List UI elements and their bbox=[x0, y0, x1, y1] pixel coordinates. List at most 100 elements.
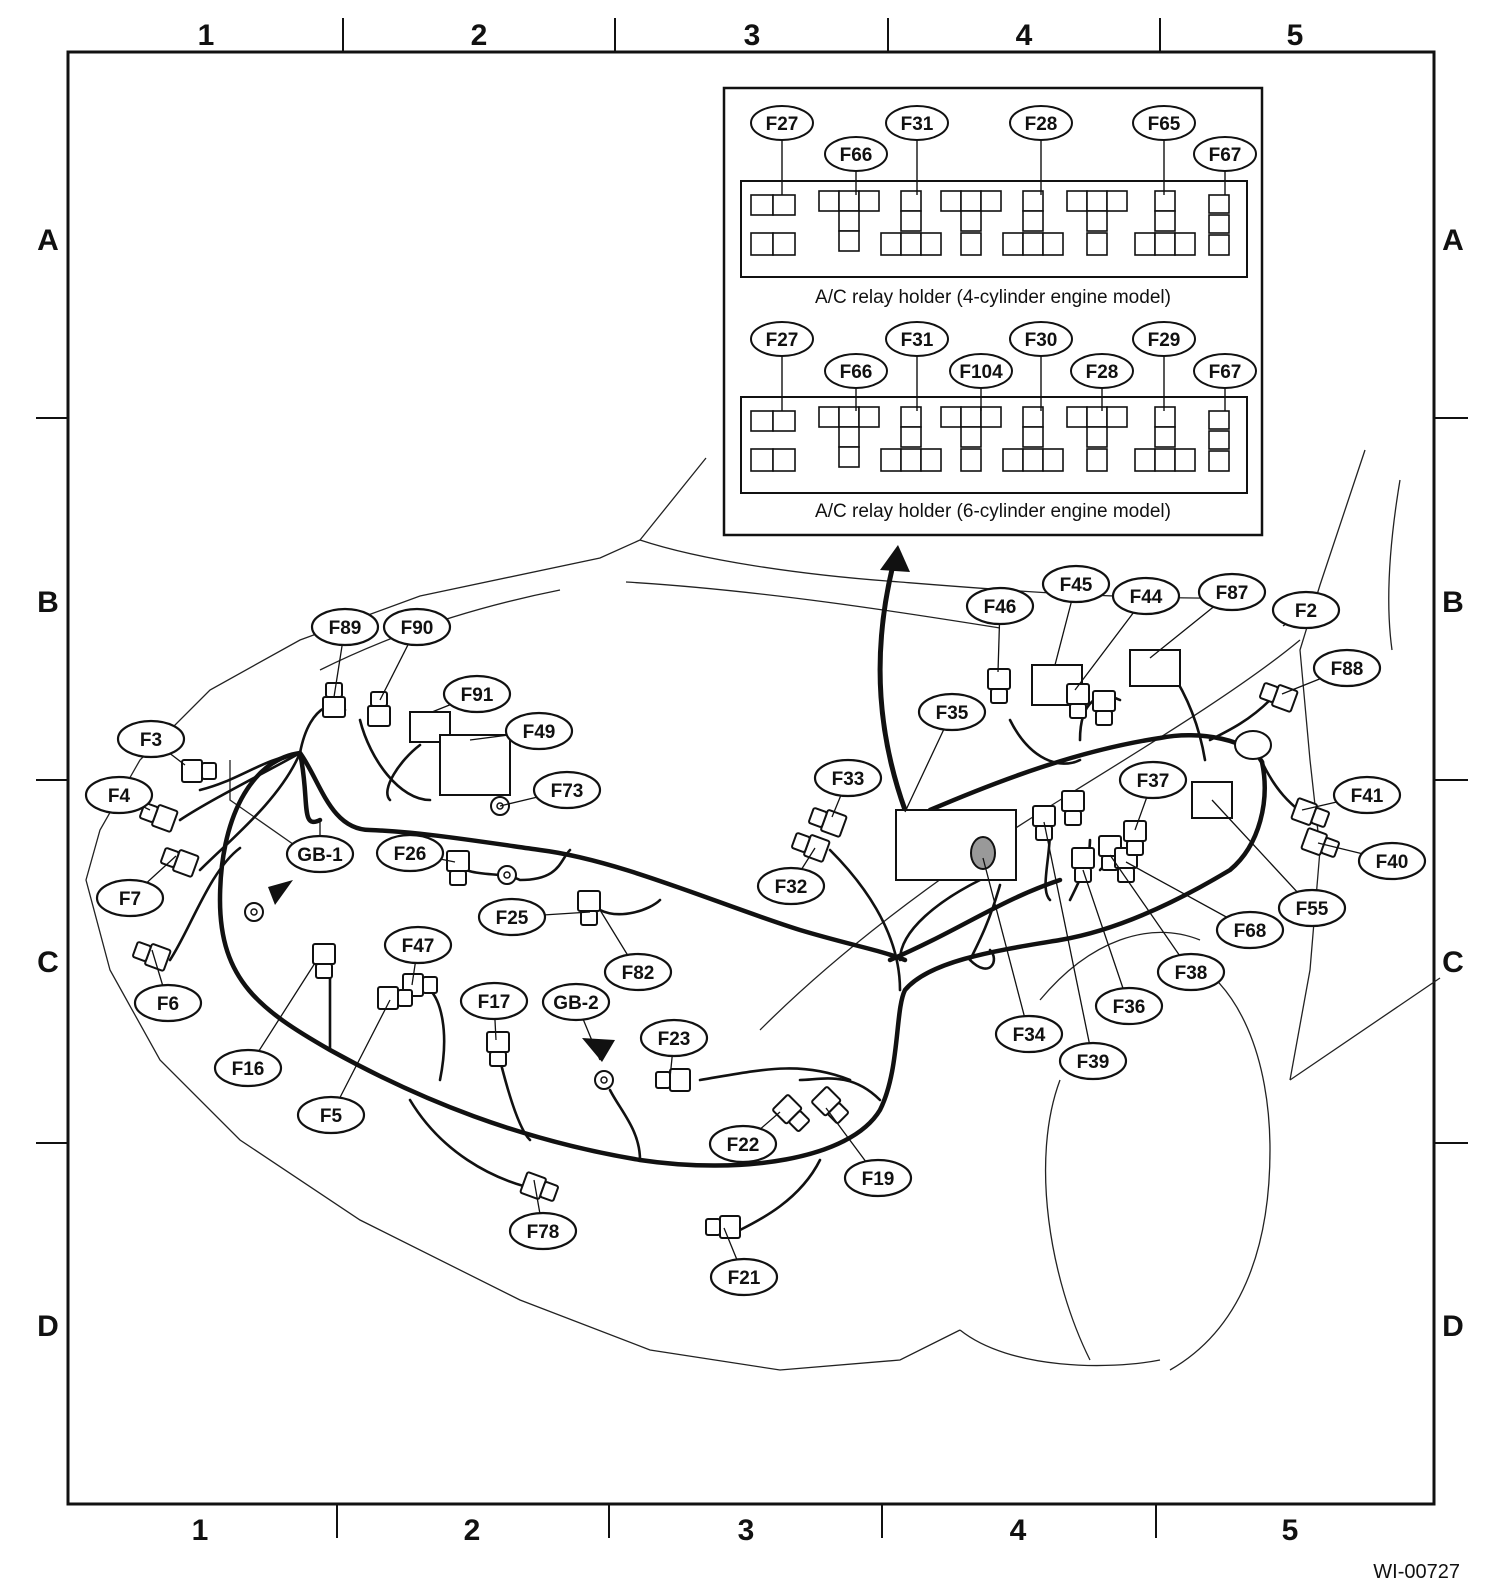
callout-f87: F87 bbox=[1197, 572, 1267, 612]
relay-socket bbox=[772, 232, 796, 256]
row-label-left: C bbox=[37, 946, 59, 979]
callout-f6: F6 bbox=[133, 983, 203, 1023]
row-label-right: C bbox=[1442, 946, 1464, 979]
connector-body-f87 bbox=[1129, 649, 1181, 687]
callout-label: F40 bbox=[1376, 852, 1409, 873]
callout-f36: F36 bbox=[1094, 986, 1164, 1026]
callout-f78: F78 bbox=[508, 1211, 578, 1251]
relay-socket bbox=[1066, 190, 1088, 212]
callout-label: F38 bbox=[1175, 963, 1208, 984]
connector-body-f44b bbox=[1092, 690, 1116, 726]
callout-oval bbox=[285, 834, 355, 874]
column-label-top: 2 bbox=[471, 19, 488, 52]
connector-nose bbox=[1259, 682, 1279, 703]
callout-f34: F34 bbox=[994, 1014, 1064, 1054]
callout-oval bbox=[1111, 576, 1181, 616]
callout-oval bbox=[1332, 775, 1402, 815]
harness-branch-wire bbox=[168, 846, 242, 962]
column-label-bottom: 3 bbox=[738, 1514, 755, 1547]
column-label-bottom: 2 bbox=[464, 1514, 481, 1547]
harness-main-wire bbox=[887, 877, 1063, 963]
harness-branch-wire bbox=[828, 848, 902, 992]
relay-socket bbox=[960, 426, 982, 448]
callout-oval bbox=[95, 878, 165, 918]
inset-callout-label: F67 bbox=[1209, 145, 1242, 166]
callout-label: F7 bbox=[119, 889, 141, 910]
relay-socket bbox=[1208, 214, 1230, 234]
callout-label: F21 bbox=[728, 1268, 761, 1289]
vehicle-outline bbox=[85, 449, 1441, 1371]
callout-f16: F16 bbox=[213, 1048, 283, 1088]
relay-socket bbox=[750, 448, 774, 472]
relay-socket bbox=[1002, 232, 1024, 256]
callout-f90: F90 bbox=[382, 607, 452, 647]
relay-socket bbox=[838, 230, 860, 252]
inset-callout-oval bbox=[750, 321, 814, 357]
callout-f4: F4 bbox=[84, 775, 154, 815]
callout-gb-1: GB-1 bbox=[285, 834, 355, 874]
callout-oval bbox=[442, 674, 512, 714]
leader-line bbox=[1109, 854, 1192, 973]
connector-body-f16 bbox=[312, 943, 336, 979]
callout-label: F26 bbox=[394, 844, 427, 865]
callout-oval bbox=[382, 607, 452, 647]
relay-socket bbox=[1042, 448, 1064, 472]
callout-oval bbox=[843, 1158, 913, 1198]
diagram-frame bbox=[36, 18, 1468, 1538]
callout-f49: F49 bbox=[504, 711, 574, 751]
connector-shell bbox=[1061, 790, 1085, 812]
callout-label: F36 bbox=[1113, 997, 1146, 1018]
callout-label: F34 bbox=[1013, 1025, 1046, 1046]
ground-terminal-a bbox=[497, 865, 517, 885]
relay-socket bbox=[880, 232, 902, 256]
callout-oval bbox=[1156, 952, 1226, 992]
callout-f3: F3 bbox=[116, 719, 186, 759]
connector-body-f47b bbox=[377, 986, 413, 1010]
callout-oval bbox=[1118, 760, 1188, 800]
connector-body-f3 bbox=[181, 759, 217, 783]
callout-label: F49 bbox=[523, 722, 556, 743]
callout-f46: F46 bbox=[965, 586, 1035, 626]
callout-f35: F35 bbox=[917, 692, 987, 732]
callout-f32: F32 bbox=[756, 866, 826, 906]
vehicle-outline-line bbox=[625, 581, 1001, 629]
inset-callout: F65 bbox=[1132, 105, 1196, 141]
harness-branch-wire bbox=[1208, 698, 1272, 742]
column-label-bottom: 4 bbox=[1010, 1514, 1027, 1547]
callout-oval bbox=[375, 833, 445, 873]
relay-socket bbox=[1106, 406, 1128, 428]
relay-socket bbox=[1134, 448, 1156, 472]
inset-callout-label: F65 bbox=[1148, 114, 1181, 135]
connector-body-f7 bbox=[160, 847, 200, 878]
connector-nose bbox=[489, 1051, 507, 1067]
wiring-harness bbox=[168, 668, 1312, 1232]
connector-nose bbox=[422, 976, 438, 994]
harness-branch-wire bbox=[1008, 718, 1082, 765]
harness-main-wire bbox=[217, 750, 1267, 1168]
callout-label: GB-1 bbox=[297, 845, 343, 866]
relay-socket bbox=[1086, 232, 1108, 256]
callout-f37: F37 bbox=[1118, 760, 1188, 800]
inset-callout-label: F66 bbox=[840, 145, 873, 166]
figure-id: WI-00727 bbox=[1373, 1561, 1460, 1583]
callout-label: F82 bbox=[622, 963, 655, 984]
callout-f47: F47 bbox=[383, 925, 453, 965]
connector-body-f39 bbox=[1032, 805, 1056, 841]
callout-oval bbox=[383, 925, 453, 965]
callout-oval bbox=[504, 711, 574, 751]
inset-callout-oval bbox=[824, 353, 888, 389]
callout-label: F89 bbox=[329, 618, 362, 639]
connector-shell bbox=[1071, 847, 1095, 869]
callout-f44: F44 bbox=[1111, 576, 1181, 616]
column-label-top: 5 bbox=[1287, 19, 1304, 52]
callout-label: F2 bbox=[1295, 601, 1317, 622]
connector-nose bbox=[370, 691, 388, 707]
relay-socket bbox=[858, 190, 880, 212]
inset-callout: F66 bbox=[824, 136, 888, 172]
column-label-top: 3 bbox=[744, 19, 761, 52]
callout-f38: F38 bbox=[1156, 952, 1226, 992]
relay-box-f35 bbox=[895, 809, 1017, 881]
relay-socket bbox=[900, 448, 922, 472]
